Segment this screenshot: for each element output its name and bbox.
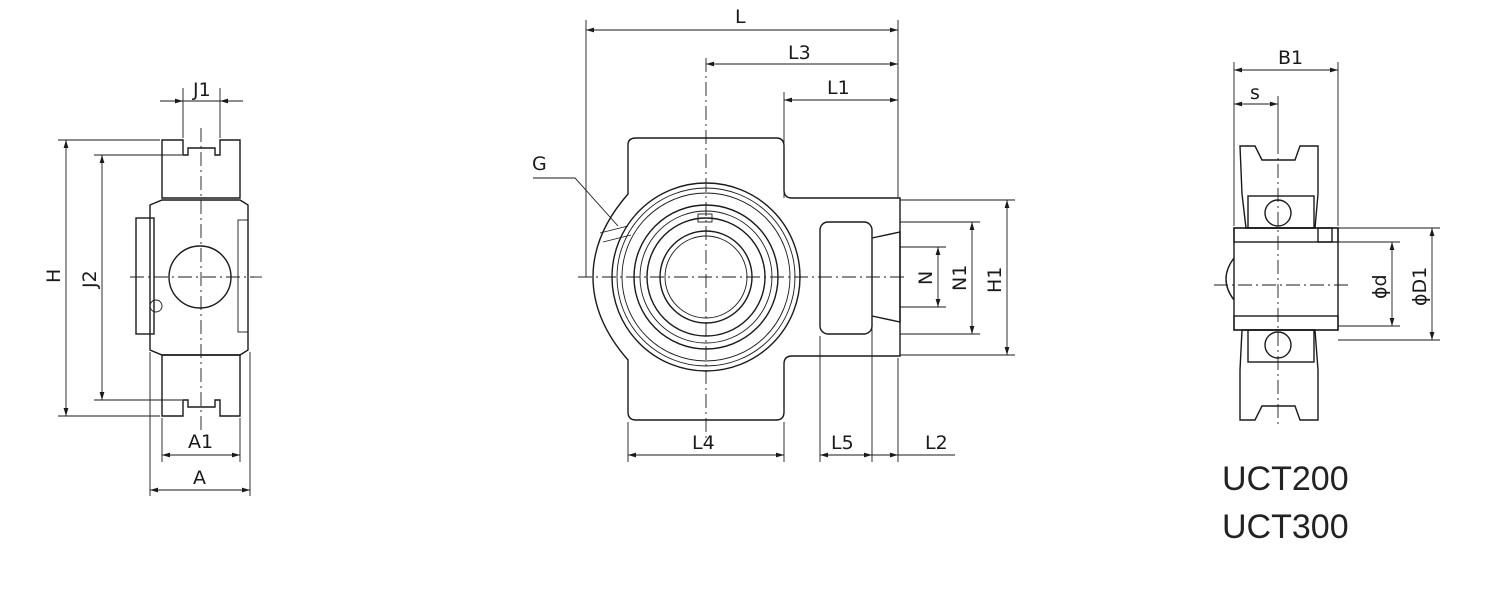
label-L5: L5 — [831, 432, 854, 454]
model-uct300: UCT300 — [1222, 508, 1349, 546]
label-L4: L4 — [692, 432, 715, 454]
front-view: G L L3 L1 H1 N1 N L4 — [532, 6, 1015, 462]
label-N1: N1 — [949, 265, 971, 291]
label-s: s — [1250, 82, 1260, 104]
label-L2: L2 — [925, 432, 948, 454]
label-D1: ϕD1 — [1409, 267, 1431, 306]
label-N: N — [915, 271, 937, 285]
label-J1: J1 — [192, 79, 211, 101]
label-G: G — [532, 153, 547, 175]
label-A: A — [193, 467, 206, 489]
label-H1: H1 — [984, 267, 1006, 293]
label-L3: L3 — [788, 42, 811, 64]
label-B1: B1 — [1278, 47, 1303, 69]
side-view: J1 H J2 A1 A — [43, 79, 262, 496]
label-L1: L1 — [827, 77, 850, 99]
section-view: B1 s ϕd ϕD1 — [1214, 47, 1440, 425]
label-J2: J2 — [79, 270, 101, 289]
label-H: H — [43, 269, 65, 283]
label-A1: A1 — [188, 431, 213, 453]
model-uct200: UCT200 — [1222, 460, 1349, 498]
label-d: ϕd — [1369, 274, 1391, 299]
label-L: L — [735, 6, 746, 28]
